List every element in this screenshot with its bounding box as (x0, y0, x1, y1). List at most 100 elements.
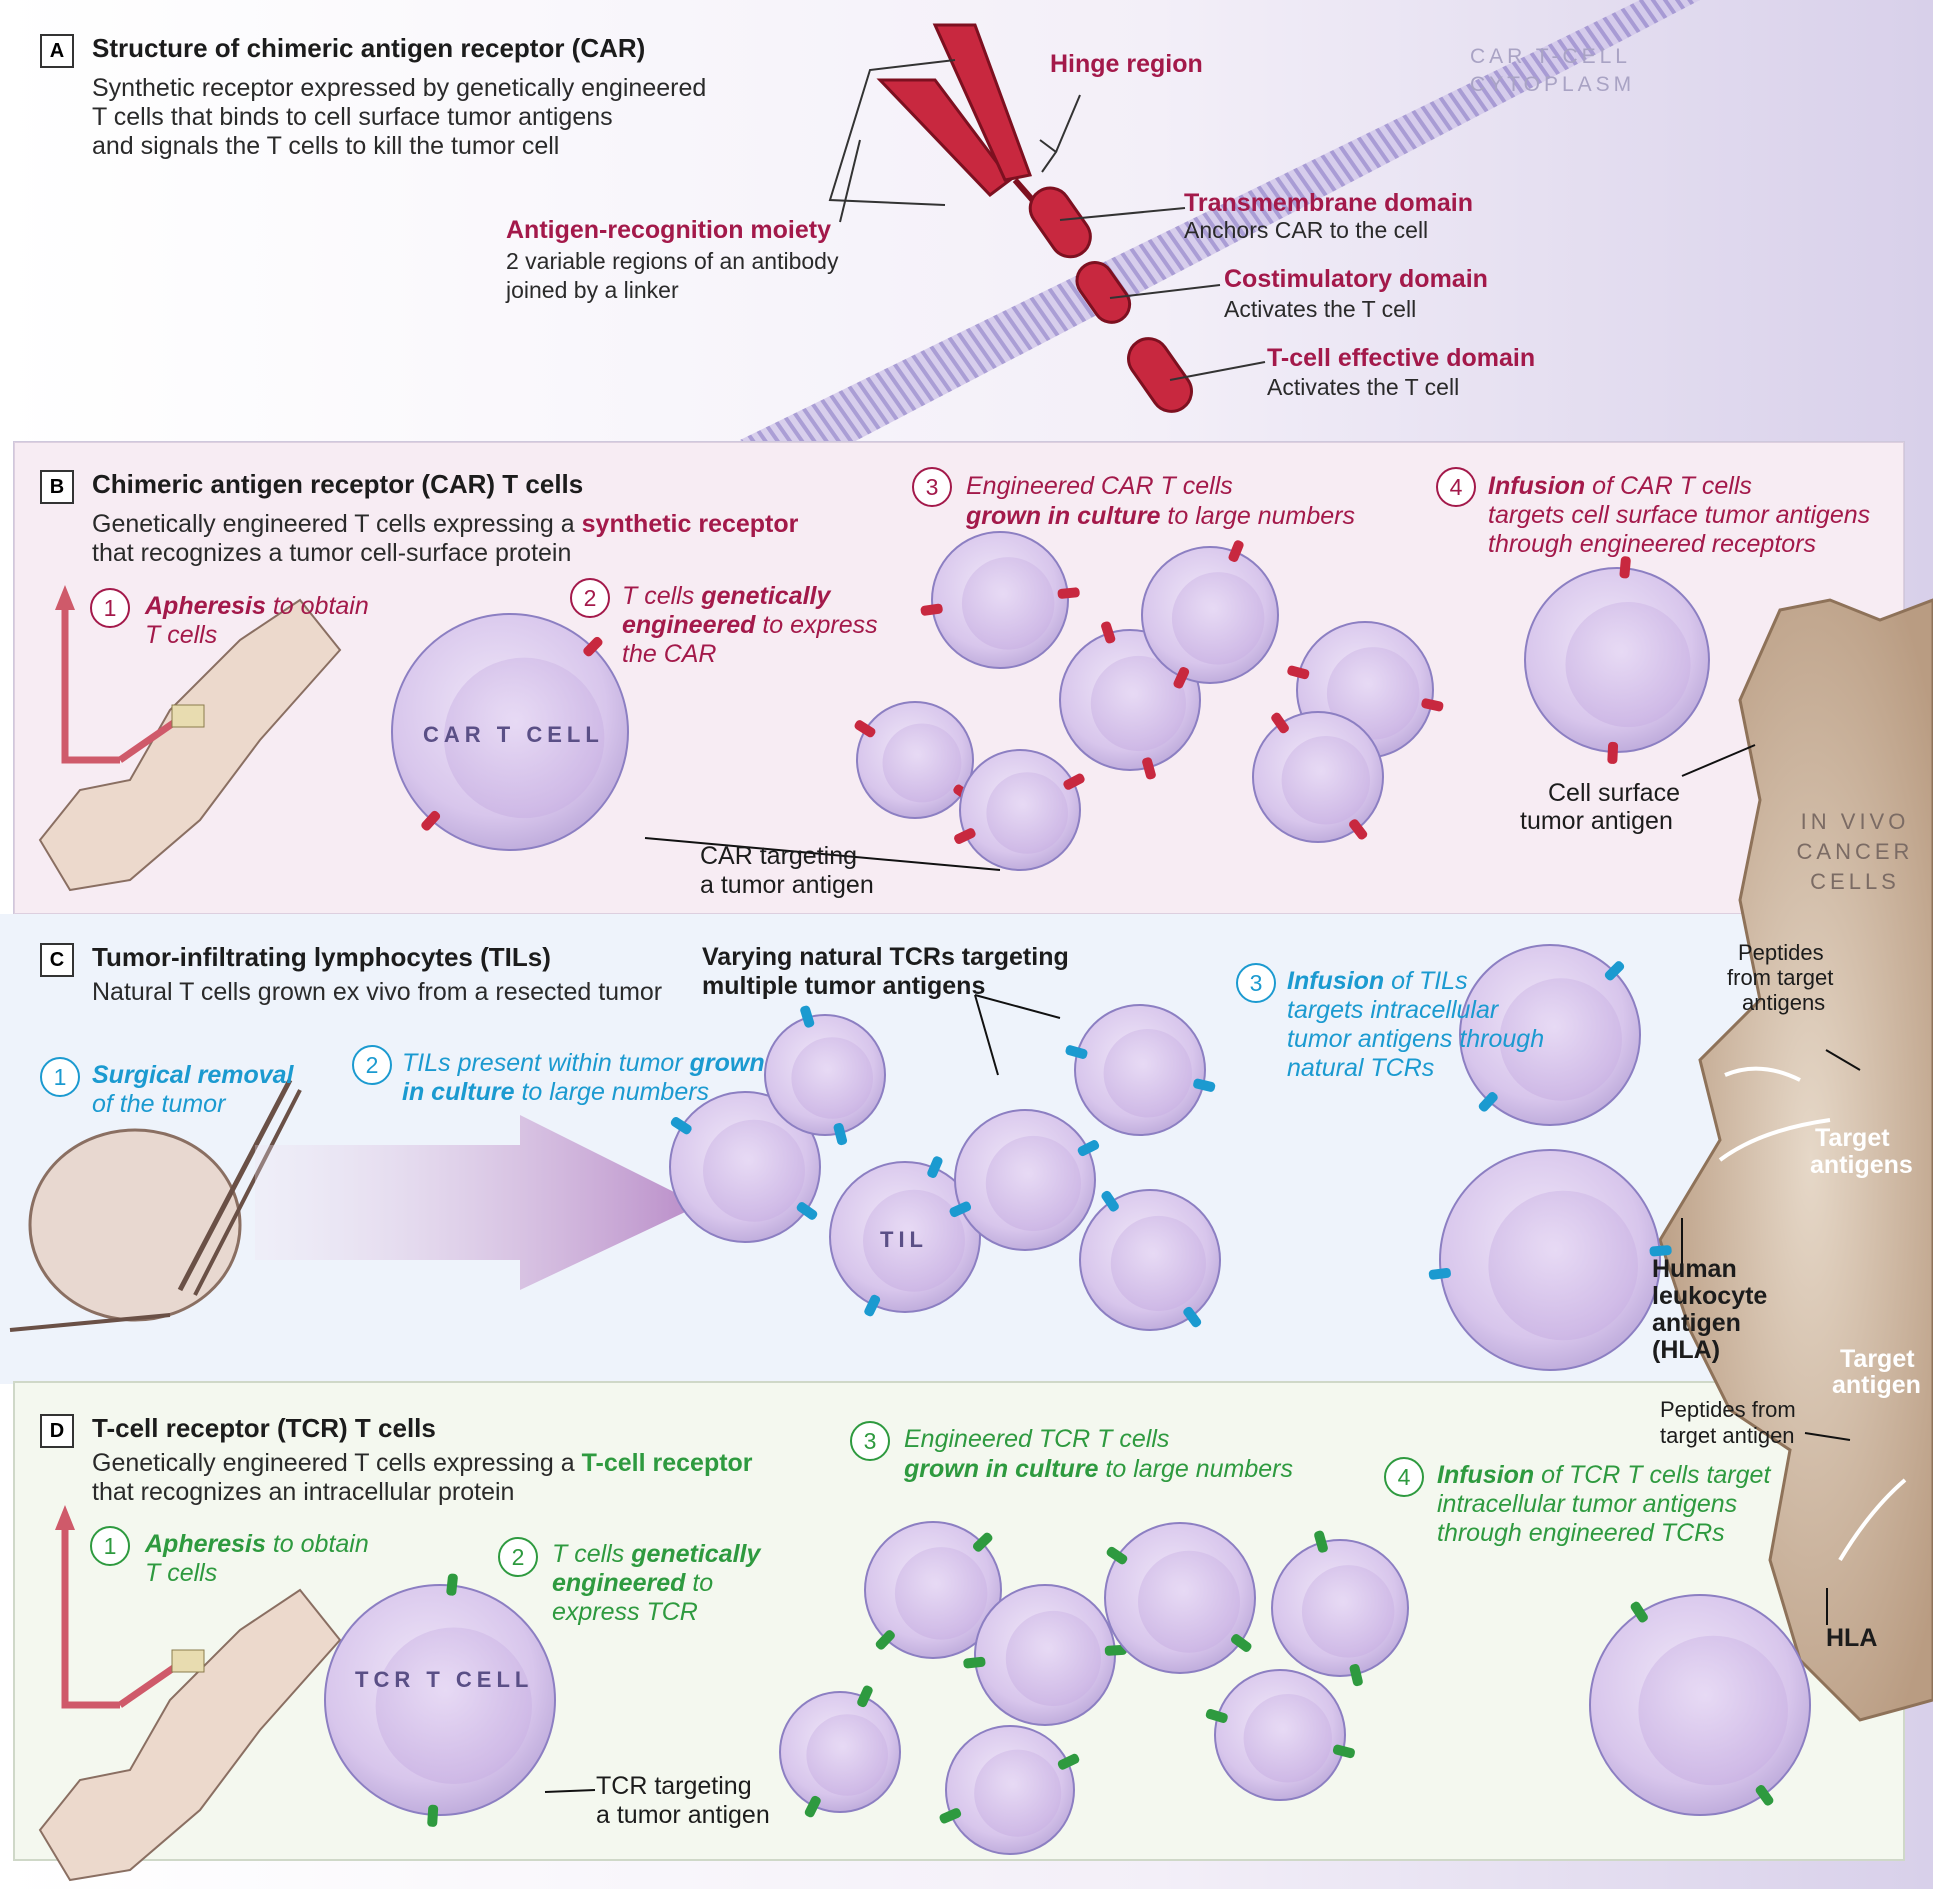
d-step-3-number: 3 (850, 1421, 890, 1461)
b-step-2-text-2: engineered to express (622, 611, 878, 639)
target-antigens-label-1: Target (1815, 1124, 1890, 1152)
t-cell (954, 749, 1085, 871)
peptides-label-3: antigens (1742, 990, 1826, 1015)
receptor-icon (427, 1804, 439, 1827)
receptor-icon (1106, 1546, 1128, 1565)
d-step-1-text: Apheresis to obtain (145, 1530, 369, 1558)
receptor-icon (1205, 1709, 1228, 1723)
peptides-target-label-2: target antigen (1660, 1423, 1795, 1448)
c-step-2-text: TILs present within tumor grown (402, 1049, 765, 1077)
d-step-2-text-3: express TCR (552, 1598, 698, 1626)
panel-c-title: Tumor-infiltrating lymphocytes (TILs) (92, 942, 551, 972)
effective-domain-title: T-cell effective domain (1267, 344, 1536, 372)
antigen-recognition-desc-1: 2 variable regions of an antibody (506, 248, 839, 274)
surface-antigen-label-2: tumor antigen (1520, 807, 1673, 835)
varying-tcrs-label-1: Varying natural TCRs targeting (702, 943, 1069, 971)
receptor-icon (1173, 666, 1190, 689)
t-cell (391, 613, 629, 851)
receptor-icon (833, 1123, 848, 1146)
t-cells (324, 531, 1811, 1855)
hla-label-2: leukocyte (1652, 1282, 1768, 1310)
receptor-icon (800, 1005, 815, 1028)
panel-c-desc: Natural T cells grown ex vivo from a res… (92, 978, 663, 1006)
panel-b-desc-2: that recognizes a tumor cell-surface pro… (92, 539, 572, 567)
t-cell (1459, 944, 1641, 1126)
tcr-targeting-label-2: a tumor antigen (596, 1801, 770, 1829)
c-step-1-text-2: of the tumor (92, 1090, 226, 1118)
t-cell (324, 1573, 556, 1827)
cytoplasm-label-2: CYTOPLASM (1470, 73, 1636, 96)
surface-antigen-label-1: Cell surface (1548, 779, 1680, 807)
costimulatory-desc: Activates the T cell (1224, 296, 1417, 322)
d-step-2-text-2: engineered to (552, 1569, 714, 1597)
d-step-4-number: 4 (1384, 1457, 1424, 1497)
d-step-2-number: 2 (498, 1537, 538, 1577)
transmembrane-title: Transmembrane domain (1184, 189, 1473, 217)
target-antigen-label-2: antigen (1832, 1371, 1921, 1399)
t-cell (1589, 1594, 1811, 1816)
c-step-3-text-4: natural TCRs (1287, 1054, 1435, 1082)
receptor-icon (1142, 757, 1156, 780)
c-step-2-number: 2 (352, 1045, 392, 1085)
t-cell (949, 1109, 1100, 1251)
t-cell (920, 531, 1080, 669)
receptor-icon (1077, 1140, 1100, 1157)
panel-a-desc-1: Synthetic receptor expressed by genetica… (92, 74, 707, 102)
receptor-icon (1604, 961, 1625, 981)
c-step-1-text: Surgical removal (92, 1061, 294, 1089)
receptor-icon (583, 636, 603, 657)
b-step-4-text: Infusion of CAR T cells (1488, 472, 1752, 500)
costimulatory-title: Costimulatory domain (1224, 265, 1488, 293)
hla-label-4: (HLA) (1652, 1336, 1721, 1364)
t-cell (864, 1521, 1002, 1659)
t-cell (1205, 1669, 1355, 1801)
t-cell (1252, 711, 1384, 843)
receptor-icon (1478, 1092, 1498, 1112)
panel-d-title: T-cell receptor (TCR) T cells (92, 1413, 436, 1443)
target-antigen-label-1: Target (1840, 1345, 1915, 1373)
hla-d-label: HLA (1826, 1624, 1878, 1652)
receptor-icon (1619, 556, 1631, 579)
b-step-3-number: 3 (912, 467, 952, 507)
panel-c-letter: C (40, 943, 74, 977)
c-step-3-number: 3 (1236, 963, 1276, 1003)
t-cell (829, 1156, 981, 1317)
receptor-icon (796, 1202, 818, 1220)
d-step-4-text-3: through engineered TCRs (1437, 1519, 1725, 1547)
hinge-label: Hinge region (1050, 50, 1203, 78)
panel-b-title: Chimeric antigen receptor (CAR) T cells (92, 469, 584, 499)
tcr-targeting-label-1: TCR targeting (596, 1772, 752, 1800)
receptor-icon (1314, 1530, 1328, 1553)
panel-a-title: Structure of chimeric antigen receptor (… (92, 33, 646, 63)
b-step-1-text-2: T cells (145, 621, 218, 649)
receptor-icon (972, 1532, 993, 1552)
d-step-2-text: T cells genetically (552, 1540, 761, 1568)
t-cell (1428, 1149, 1672, 1371)
hla-label-3: antigen (1652, 1309, 1741, 1337)
panel-a-desc-2: T cells that binds to cell surface tumor… (92, 103, 613, 131)
c-step-3-text-3: tumor antigens through (1287, 1025, 1545, 1053)
t-cell (779, 1685, 901, 1818)
receptor-icon (446, 1573, 458, 1596)
t-cell (1079, 1189, 1221, 1331)
receptor-icon (1607, 741, 1619, 764)
receptor-icon (1101, 1190, 1119, 1212)
t-cell (939, 1725, 1080, 1855)
t-cell (1104, 1522, 1256, 1674)
arm-icon-d (38, 1505, 342, 1882)
receptor-icon (1349, 1664, 1363, 1687)
transmembrane-desc: Anchors CAR to the cell (1184, 217, 1429, 243)
receptor-icon (854, 720, 876, 738)
receptor-icon (1428, 1267, 1451, 1280)
b-step-4-number: 4 (1436, 467, 1476, 507)
receptor-icon (670, 1117, 692, 1135)
panel-b-desc-1: Genetically engineered T cells expressin… (92, 510, 799, 538)
panel-d-letter: D (40, 1414, 74, 1448)
d-step-3-text-2: grown in culture to large numbers (904, 1455, 1293, 1483)
car-t-cell-label: CAR T CELL (423, 722, 604, 747)
receptor-icon (939, 1808, 962, 1824)
d-step-4-text-2: intracellular tumor antigens (1437, 1490, 1738, 1518)
t-cell (1141, 540, 1279, 689)
receptor-icon (1649, 1245, 1672, 1257)
